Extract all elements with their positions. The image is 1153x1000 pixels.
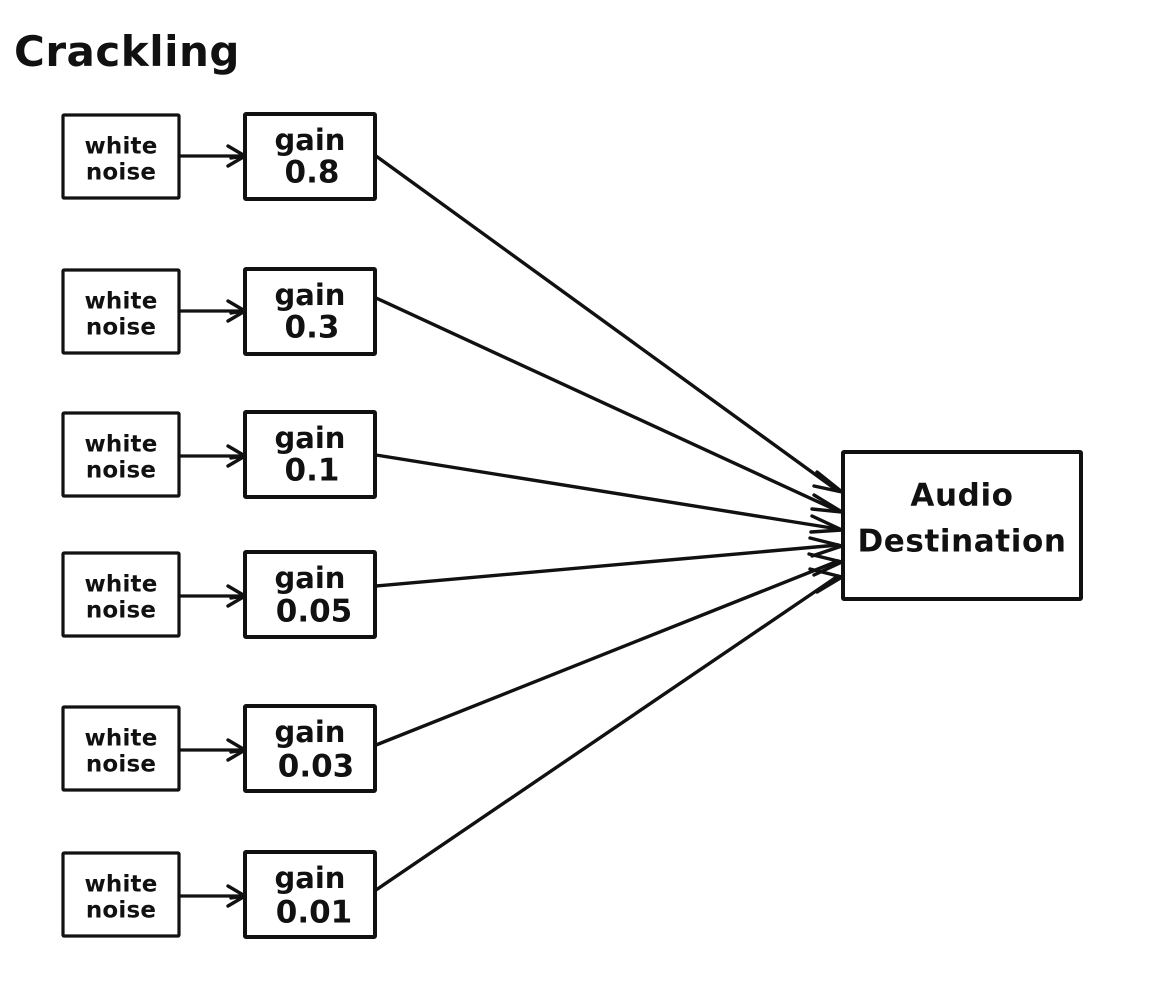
white-noise-label-line2: noise bbox=[86, 458, 156, 484]
connector-gain-to-destination bbox=[374, 559, 840, 747]
arrowhead-icon bbox=[812, 470, 844, 494]
white-noise-label-line1: white bbox=[84, 726, 157, 752]
white-noise-label-line1: white bbox=[84, 289, 157, 315]
gain-node[interactable] bbox=[243, 267, 377, 356]
graph-row: white noise gain 0.03 bbox=[61, 552, 844, 793]
gain-node[interactable] bbox=[243, 850, 377, 939]
gain-node-value: 0.1 bbox=[285, 453, 340, 489]
gain-node-label: gain bbox=[275, 421, 346, 455]
connector-gain-to-destination bbox=[374, 296, 840, 513]
audio-destination-label-line2: Destination bbox=[857, 524, 1066, 560]
gain-node-value: 0.01 bbox=[276, 895, 353, 931]
graph-row: white noise gain 0.3 bbox=[61, 267, 844, 514]
gain-node-value: 0.8 bbox=[285, 155, 340, 191]
gain-node-label: gain bbox=[275, 123, 346, 157]
gain-node[interactable] bbox=[243, 704, 377, 793]
page-title: Crackling bbox=[14, 27, 240, 76]
graph-row: white noise gain 0.05 bbox=[61, 536, 844, 639]
graph-row: white noise gain 0.01 bbox=[61, 567, 844, 939]
connector-gain-to-destination bbox=[374, 574, 840, 892]
white-noise-label-line2: noise bbox=[86, 898, 156, 924]
gain-node[interactable] bbox=[243, 550, 377, 639]
gain-node-label: gain bbox=[275, 715, 346, 749]
gain-node-label: gain bbox=[275, 861, 346, 895]
arrowhead-icon bbox=[808, 567, 844, 594]
white-noise-label-line2: noise bbox=[86, 598, 156, 624]
gain-node-label: gain bbox=[275, 561, 346, 595]
arrowhead-icon bbox=[810, 493, 844, 514]
connector-gain-to-destination bbox=[374, 453, 840, 531]
white-noise-label-line2: noise bbox=[86, 752, 156, 778]
gain-node-value: 0.03 bbox=[278, 749, 355, 785]
gain-node-value: 0.05 bbox=[276, 594, 353, 630]
graph-row: white noise gain 0.8 bbox=[61, 112, 844, 494]
connector-gain-to-destination bbox=[374, 154, 840, 493]
audio-destination-label-line1: Audio bbox=[910, 478, 1013, 514]
gain-node-label: gain bbox=[275, 278, 346, 312]
gain-node-value: 0.3 bbox=[285, 310, 340, 346]
white-noise-label-line1: white bbox=[84, 572, 157, 598]
audio-destination-node[interactable] bbox=[841, 450, 1083, 601]
white-noise-label-line2: noise bbox=[86, 315, 156, 341]
connector-gain-to-destination bbox=[374, 543, 840, 588]
white-noise-label-line1: white bbox=[84, 872, 157, 898]
audio-destination-group: Audio Destination bbox=[841, 450, 1083, 601]
white-noise-label-line2: noise bbox=[86, 160, 156, 186]
white-noise-label-line1: white bbox=[84, 432, 157, 458]
graph-row: white noise gain 0.1 bbox=[61, 410, 844, 534]
white-noise-label-line1: white bbox=[84, 134, 157, 160]
